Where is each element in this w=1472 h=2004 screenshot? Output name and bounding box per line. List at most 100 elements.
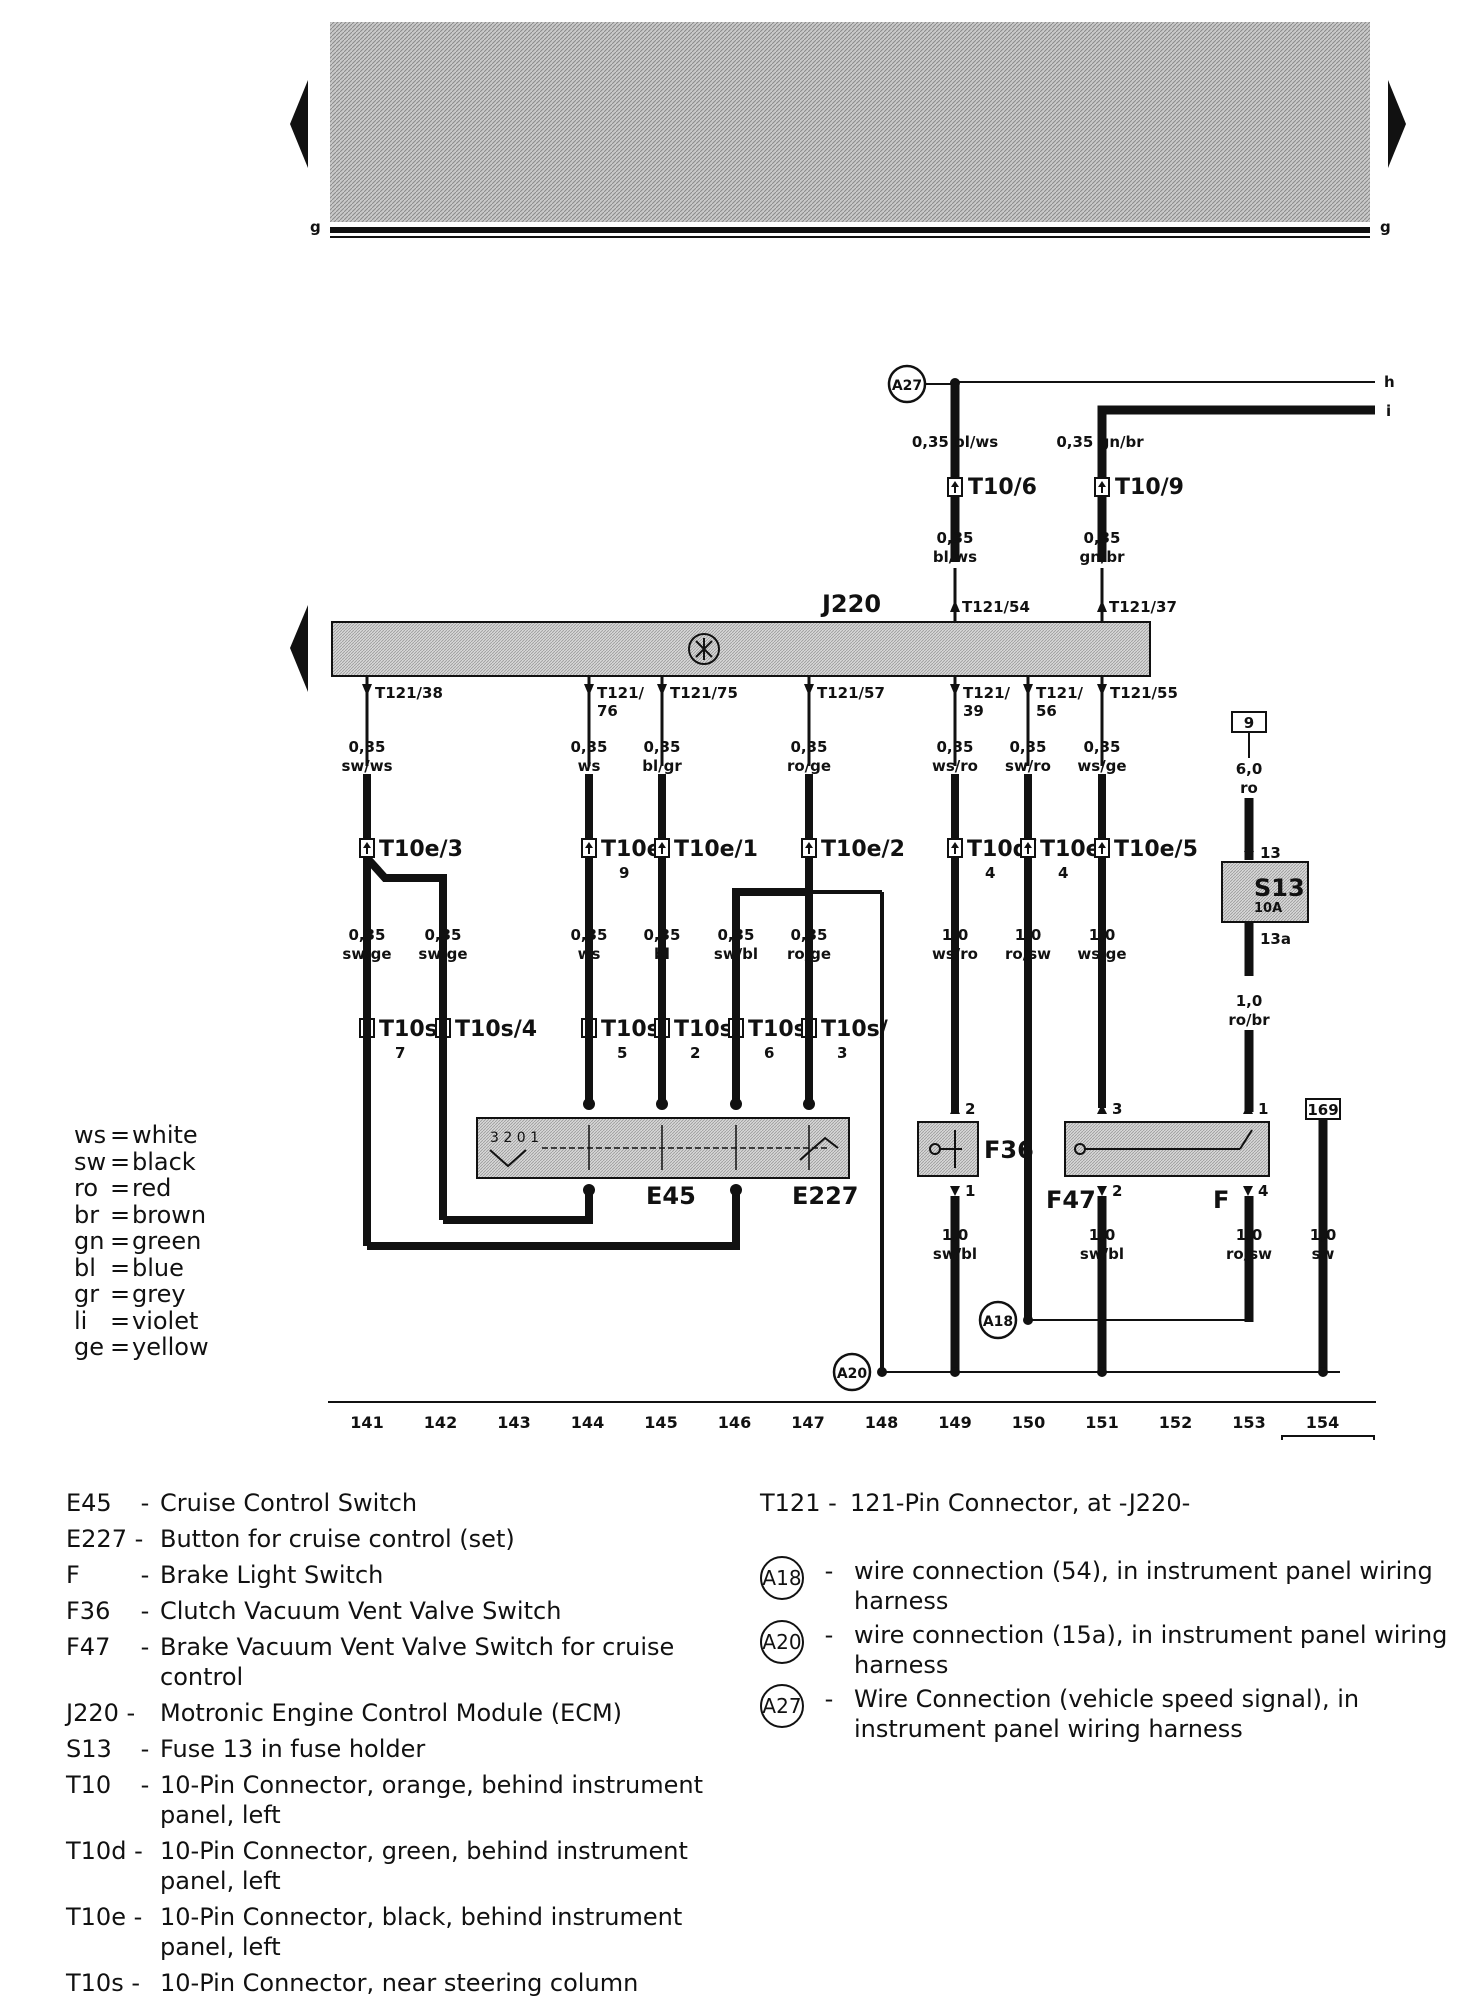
key-code: T10 [66, 1771, 112, 1799]
ecm-pin-label: T121/ [1036, 684, 1084, 702]
wire-gauge: 1,0 [942, 1226, 969, 1244]
legend-name: brown [132, 1200, 207, 1229]
connector-icon [581, 838, 597, 858]
legend-equals: = [110, 1280, 131, 1308]
key-dash: - [140, 1735, 150, 1763]
grid-number: 153 [1232, 1413, 1265, 1432]
ecm-label: J220 [820, 590, 881, 618]
mid-connector-label: T10e/1 [674, 837, 758, 862]
mid-connector-label: T10e/5 [1114, 837, 1198, 862]
legend-code: gn [74, 1227, 105, 1255]
legend-name: blue [132, 1253, 184, 1282]
feed-connector-2: T10/9 [1115, 475, 1184, 500]
f47-pin-bottom: 2 [1112, 1182, 1122, 1200]
mid-connector-label: T10e/2 [821, 837, 905, 862]
key-row: S13-Fuse 13 in fuse holder [66, 1734, 706, 1764]
wire-color: ws [578, 757, 601, 775]
wire-gauge: 1,0 [1310, 1226, 1337, 1244]
bottom-wires [950, 1119, 1328, 1370]
t10s-sub: 2 [690, 1044, 700, 1062]
mid-connector-sub: 9 [619, 864, 629, 882]
key-row: F-Brake Light Switch [66, 1560, 706, 1590]
feed-spec-2: 0,35 gn/br [1056, 433, 1144, 451]
wire-h-label: h [1384, 373, 1395, 391]
continue-left-arrow-ecm[interactable] [290, 605, 308, 692]
wire-color: sw/bl [1080, 1245, 1124, 1263]
legend-equals: = [110, 1174, 131, 1202]
key-dash: - [824, 1621, 834, 1649]
legend-equals: = [110, 1200, 131, 1229]
t10s-sub: 5 [617, 1044, 627, 1062]
ecm-pin-label: T121/ [597, 684, 645, 702]
connection-a20-label: A20 [837, 1366, 868, 1382]
wire-gauge: 0,35 [1009, 738, 1046, 756]
legend-code: ge [74, 1333, 104, 1361]
wire-g-label-right: g [1380, 218, 1391, 236]
key-row: T10e -10-Pin Connector, black, behind in… [66, 1902, 706, 1962]
t10s-sub: 3 [837, 1044, 847, 1062]
legend-code: ro [74, 1174, 99, 1202]
key-code: S13 [66, 1735, 112, 1763]
key-code: T121 - [760, 1489, 837, 1517]
f36-pin-bottom: 1 [965, 1182, 975, 1200]
connection-a18[interactable] [978, 1300, 1018, 1340]
legend-row: li=violet [74, 1307, 209, 1335]
grid-number: 154 [1306, 1413, 1339, 1432]
wire-gauge: 1,0 [1089, 926, 1116, 944]
connection-circle-icon: A27 [760, 1684, 804, 1728]
connection-circle-icon: A20 [760, 1620, 804, 1664]
legend-equals: = [110, 1333, 131, 1361]
fuse-color: ro [1240, 779, 1258, 797]
grid-number: 146 [718, 1413, 751, 1432]
connector-icon [654, 838, 670, 858]
key-row: T10s -10-Pin Connector, near steering co… [66, 1968, 706, 1998]
legend-row: gn=green [74, 1228, 209, 1255]
key-text: 10-Pin Connector, near steering column [160, 1969, 639, 1997]
wire-i [1097, 405, 1375, 562]
connection-key-text: wire connection (54), in instrument pane… [854, 1557, 1433, 1615]
key-code: F47 [66, 1633, 111, 1661]
ecm-output-pins: T121/380,35sw/wsT121/760,35wsT121/750,35… [341, 676, 1178, 775]
switch-positions: 3 2 0 1 [490, 1130, 539, 1146]
key-row: F36-Clutch Vacuum Vent Valve Switch [66, 1596, 706, 1626]
ecm-j220-block[interactable] [331, 621, 1151, 677]
t10s-label: T10s/ [821, 1017, 889, 1042]
legend-name: green [132, 1227, 202, 1255]
fuse-ref: 9 [1244, 714, 1254, 732]
key-row-t121: T121 - 121-Pin Connector, at -J220- [760, 1488, 1450, 1518]
legend-row: ge=yellow [74, 1334, 209, 1361]
grid-number: 141 [350, 1413, 383, 1432]
legend-code: sw [74, 1147, 107, 1176]
connector-icon [1020, 838, 1036, 858]
ecm-pin-label: T121/55 [1110, 684, 1178, 702]
legend-name: yellow [132, 1333, 209, 1361]
feed-connector-1: T10/6 [968, 475, 1037, 500]
continue-right-arrow-top[interactable] [1388, 80, 1406, 168]
t10s-label: T10s/4 [455, 1017, 537, 1042]
wire-gauge: 0,35 [570, 738, 607, 756]
legend-name: black [132, 1147, 196, 1176]
feed-color-2: gn/br [1079, 548, 1125, 566]
fuse-s13[interactable] [1221, 861, 1309, 923]
pin-arrow-icon [584, 684, 594, 696]
wire-color: sw/bl [933, 1245, 977, 1263]
fuse-gauge: 6,0 [1236, 760, 1263, 778]
f-pin-top: 1 [1258, 1100, 1268, 1118]
legend-code: bl [74, 1253, 96, 1282]
continue-left-arrow-top[interactable] [290, 80, 308, 168]
key-code: E227 - [66, 1525, 144, 1553]
fuse-pin-out: 13a [1260, 930, 1291, 948]
wire-color: sw/bl [714, 945, 758, 963]
ecm-pin-37: T121/37 [1109, 598, 1177, 616]
wire-color: bl [654, 945, 670, 963]
component-e227: E227 [792, 1182, 859, 1210]
connection-a20[interactable] [832, 1352, 872, 1392]
wire-color: sw [1312, 1245, 1335, 1263]
wire-gauge: 0,35 [790, 738, 827, 756]
f-pin-bottom: 4 [1258, 1182, 1268, 1200]
key-row: E45-Cruise Control Switch [66, 1488, 706, 1518]
key-dash: - [140, 1771, 150, 1799]
key-text: 10-Pin Connector, green, behind instrume… [160, 1837, 688, 1895]
